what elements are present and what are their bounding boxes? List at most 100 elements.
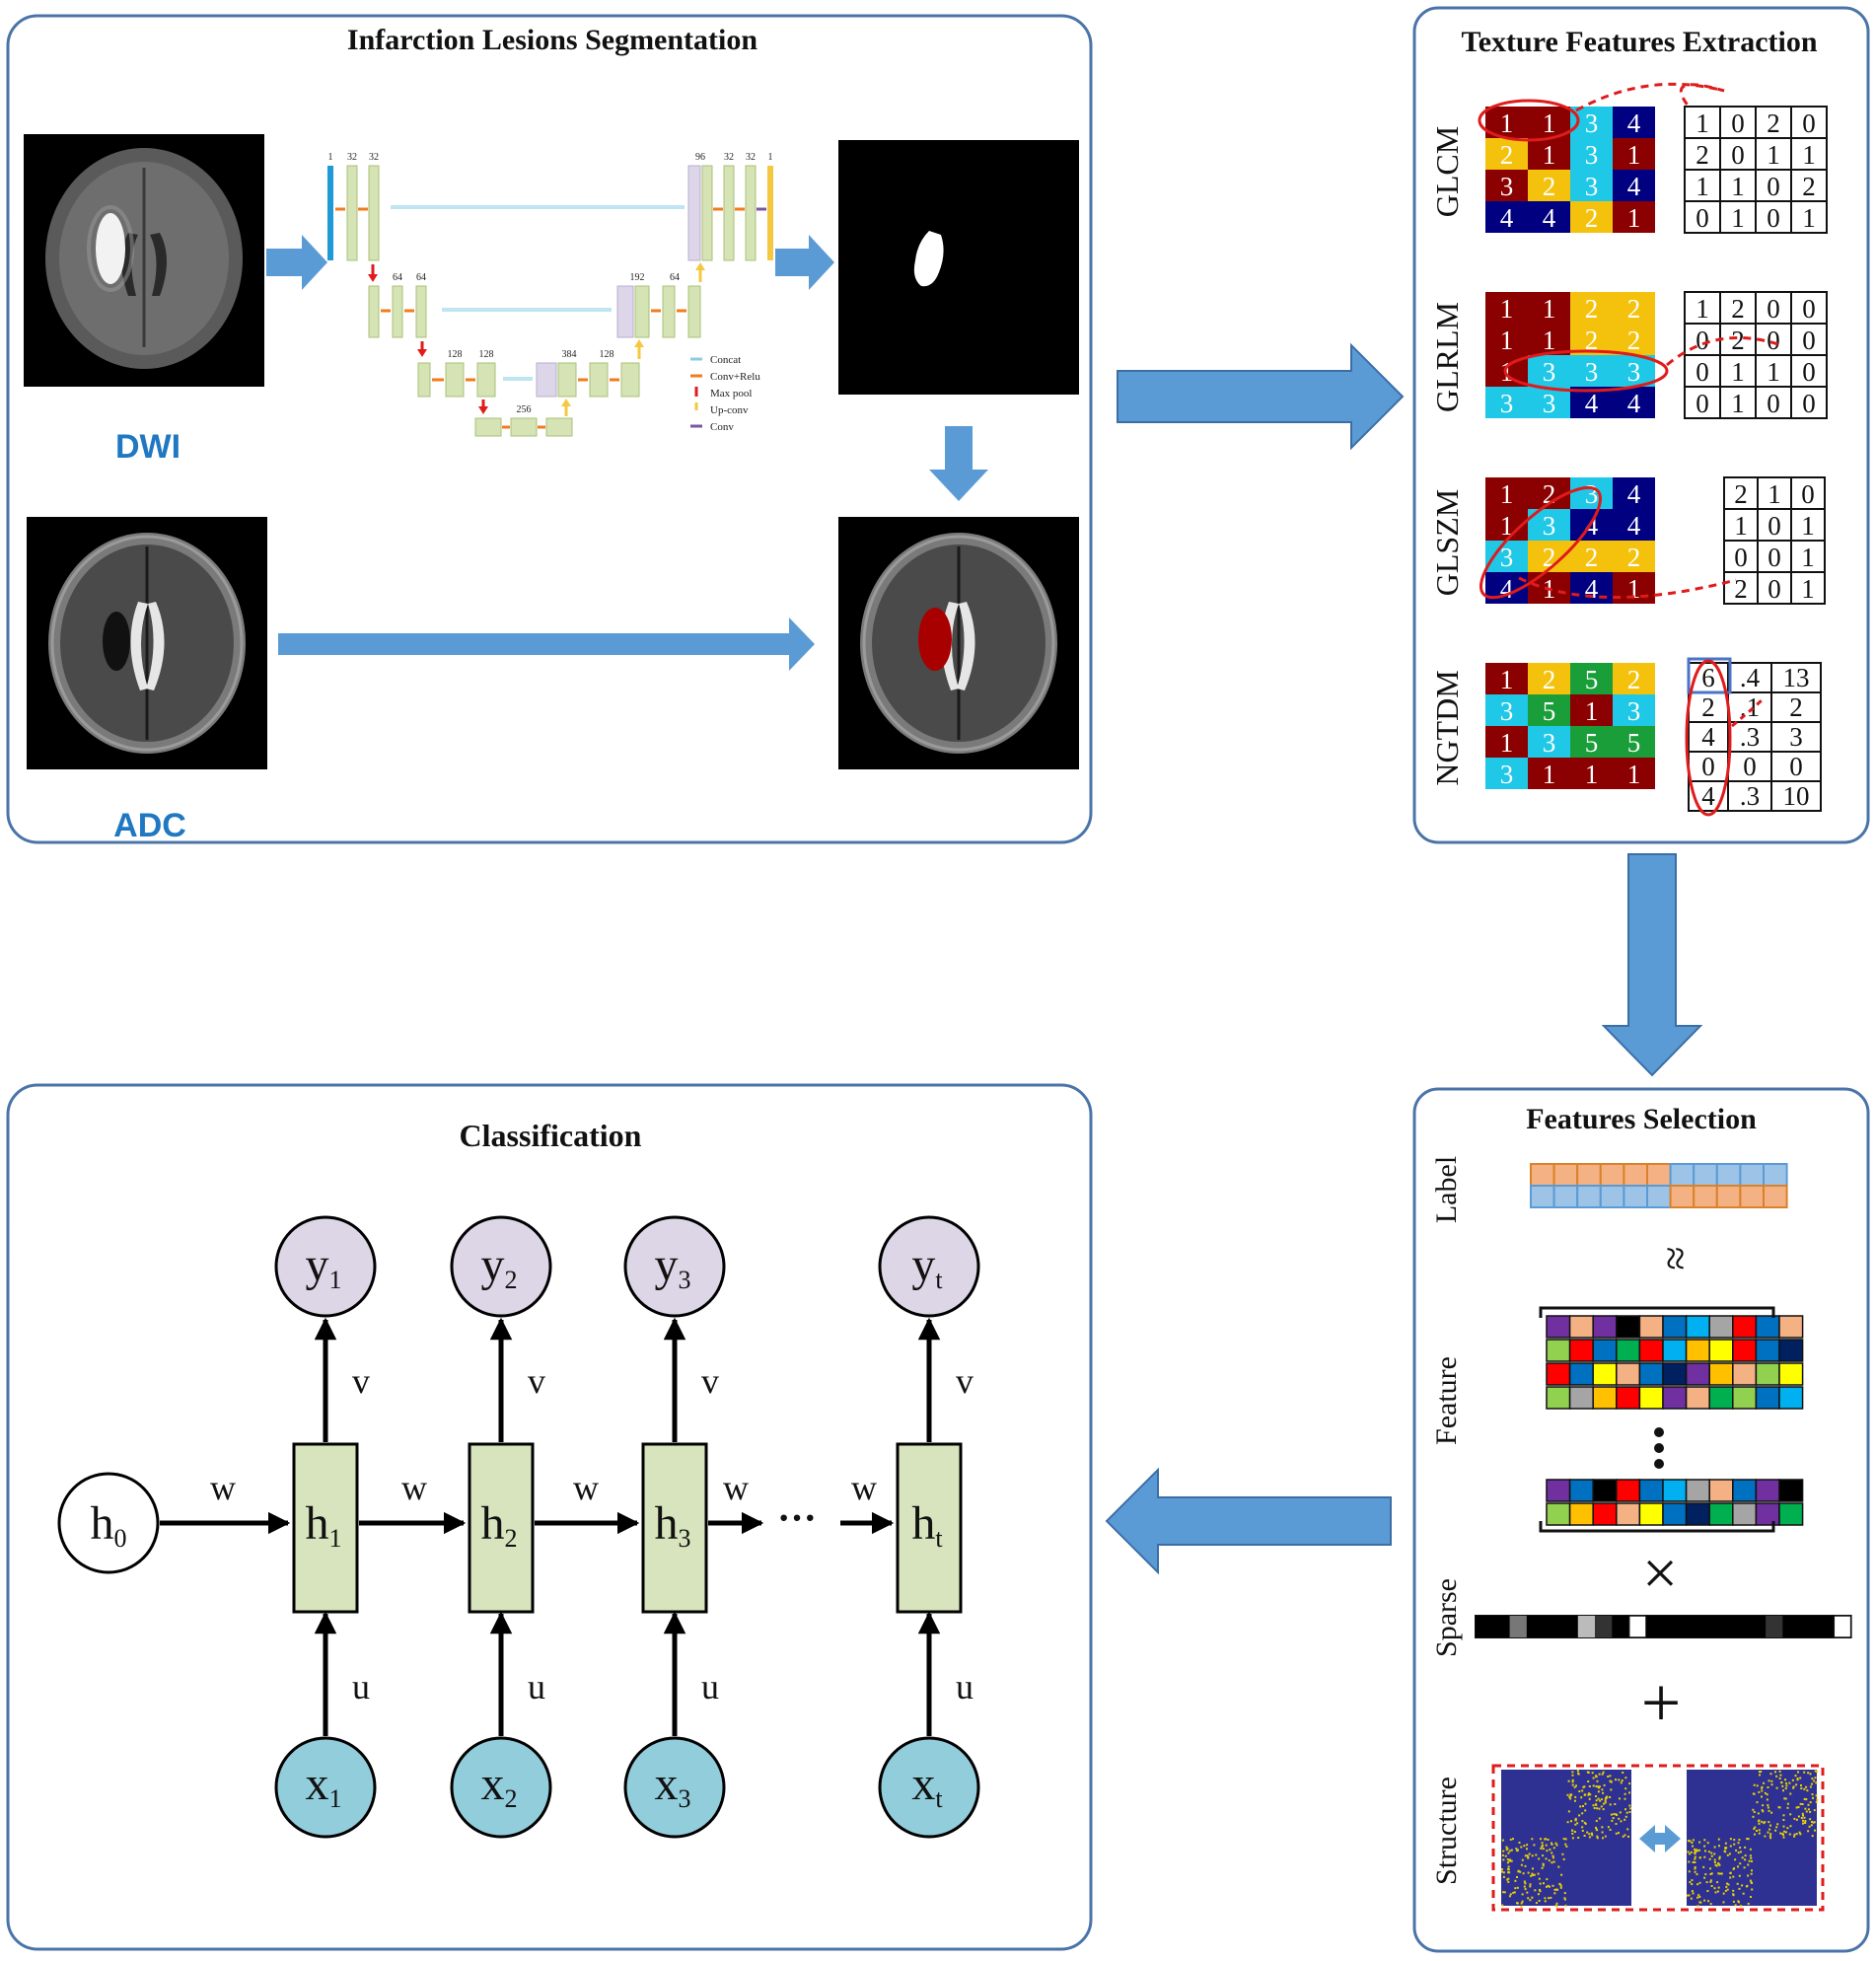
- heatmap-dot: [1560, 1873, 1563, 1876]
- heatmap-dot: [1692, 1892, 1695, 1895]
- heatmap-dot: [1524, 1854, 1527, 1857]
- heatmap-dot: [1807, 1830, 1810, 1833]
- heatmap-dot: [1753, 1811, 1756, 1813]
- heatmap-dot: [1698, 1849, 1700, 1852]
- texture-cell: [1485, 292, 1528, 324]
- heatmap-dot: [1574, 1799, 1576, 1802]
- heatmap-dot: [1758, 1790, 1761, 1793]
- heatmap-dot: [1600, 1805, 1603, 1808]
- heatmap-dot: [1563, 1897, 1566, 1900]
- heatmap-dot: [1690, 1897, 1693, 1900]
- texture-cell-value: 1: [1543, 109, 1556, 138]
- texture-cell: [1570, 201, 1613, 233]
- heatmap-dot: [1515, 1848, 1518, 1851]
- input-label-3: x3: [655, 1758, 691, 1813]
- heatmap-dot: [1501, 1853, 1504, 1856]
- matrix-cell: [1684, 200, 1721, 234]
- output-label-4: yt: [911, 1239, 943, 1294]
- heatmap-dot: [1601, 1773, 1604, 1776]
- heatmap-dot: [1698, 1856, 1701, 1859]
- texture-cell-value: 3: [1585, 140, 1599, 170]
- heatmap-dot: [1595, 1826, 1597, 1829]
- heatmap-dot: [1514, 1887, 1517, 1890]
- heatmap-dot: [1782, 1814, 1785, 1817]
- label-cell: [1715, 1163, 1742, 1187]
- matrix-cell: [1790, 323, 1828, 356]
- matrix-cell-value: 0: [1731, 140, 1745, 170]
- heatmap-dot: [1614, 1803, 1617, 1805]
- heatmap-dot: [1503, 1891, 1506, 1894]
- hidden-label-1: h1: [306, 1497, 342, 1553]
- heatmap-dot: [1796, 1779, 1799, 1781]
- heatmap-dot: [1696, 1883, 1699, 1886]
- heatmap-dot: [1602, 1808, 1605, 1811]
- heatmap-dot: [1571, 1829, 1574, 1832]
- heatmap-dot: [1624, 1808, 1626, 1811]
- heatmap-dot: [1806, 1789, 1809, 1792]
- heatmap-dot: [1756, 1830, 1758, 1832]
- heatmap-dot: [1523, 1880, 1526, 1883]
- heatmap-dot: [1741, 1856, 1744, 1859]
- heatmap-dot: [1709, 1867, 1712, 1870]
- heatmap-dot: [1602, 1837, 1604, 1840]
- heatmap-dot: [1801, 1803, 1804, 1805]
- heatmap-dot: [1526, 1848, 1528, 1851]
- input-node-4: [878, 1736, 980, 1839]
- heatmap-dot: [1571, 1771, 1574, 1774]
- heatmap-dot: [1726, 1853, 1729, 1856]
- heatmap-dot: [1723, 1850, 1726, 1852]
- heatmap-dot: [1520, 1905, 1523, 1908]
- matrix-cell: [1755, 354, 1792, 388]
- unet-legend-4: Conv: [710, 421, 734, 433]
- heatmap-dot: [1768, 1828, 1771, 1831]
- texture-cell-value: 1: [1585, 760, 1599, 789]
- feature-cell: [1662, 1502, 1688, 1526]
- label-cell: [1669, 1185, 1696, 1208]
- heatmap-dot: [1707, 1900, 1710, 1903]
- texture-cell-value: 4: [1585, 574, 1599, 604]
- heatmap-dot: [1539, 1882, 1542, 1885]
- texture-cell-value: 4: [1627, 109, 1641, 138]
- heatmap-dot: [1531, 1854, 1534, 1857]
- matrix-cell-value: 0: [1802, 357, 1816, 387]
- heatmap-dot: [1816, 1798, 1819, 1801]
- texture-cell-value: 2: [1585, 294, 1599, 324]
- texture-cell-value: 4: [1627, 389, 1641, 418]
- heatmap-dot: [1785, 1784, 1788, 1787]
- texture-cell: [1485, 726, 1528, 758]
- heatmap-dot: [1734, 1858, 1737, 1861]
- heatmap-dot: [1595, 1828, 1598, 1831]
- texture-cell-value: 5: [1585, 665, 1599, 694]
- heatmap-dot: [1797, 1806, 1800, 1808]
- feature-cell: [1616, 1339, 1641, 1362]
- heatmap-dot: [1814, 1770, 1817, 1773]
- heatmap-dot: [1603, 1783, 1606, 1786]
- heatmap-dot: [1547, 1839, 1550, 1841]
- heatmap-dot: [1739, 1851, 1742, 1853]
- heatmap-dot: [1761, 1789, 1764, 1792]
- heatmap-dot: [1750, 1856, 1753, 1859]
- flow-arrow-left: [1105, 1467, 1392, 1575]
- texture-cell: [1613, 355, 1655, 387]
- plus-symbol: +: [1641, 1663, 1682, 1742]
- heatmap-dot: [1802, 1814, 1804, 1817]
- enc2-ch-1: 64: [416, 272, 426, 283]
- sparse-cell: [1833, 1615, 1852, 1638]
- feature-cell: [1638, 1339, 1664, 1362]
- heatmap-dot: [1782, 1819, 1785, 1821]
- ngtdm-highlight-ellipse: [1685, 659, 1732, 817]
- label-cell: [1599, 1185, 1625, 1208]
- heatmap-dot: [1752, 1815, 1755, 1818]
- heatmap-dot: [1571, 1837, 1574, 1840]
- heatmap-dot: [1587, 1771, 1590, 1774]
- feature-cell: [1662, 1315, 1688, 1339]
- heatmap-dot: [1769, 1833, 1772, 1836]
- w-label-4: w: [723, 1468, 749, 1507]
- selection-label-feature: Feature: [1430, 1356, 1463, 1445]
- heatmap-dot: [1597, 1790, 1600, 1793]
- heatmap-dot: [1542, 1862, 1545, 1865]
- texture-cell: [1613, 138, 1655, 170]
- heatmap-dot: [1706, 1890, 1709, 1892]
- heatmap-dot: [1756, 1784, 1759, 1787]
- flow-arrow-right: [1117, 342, 1405, 451]
